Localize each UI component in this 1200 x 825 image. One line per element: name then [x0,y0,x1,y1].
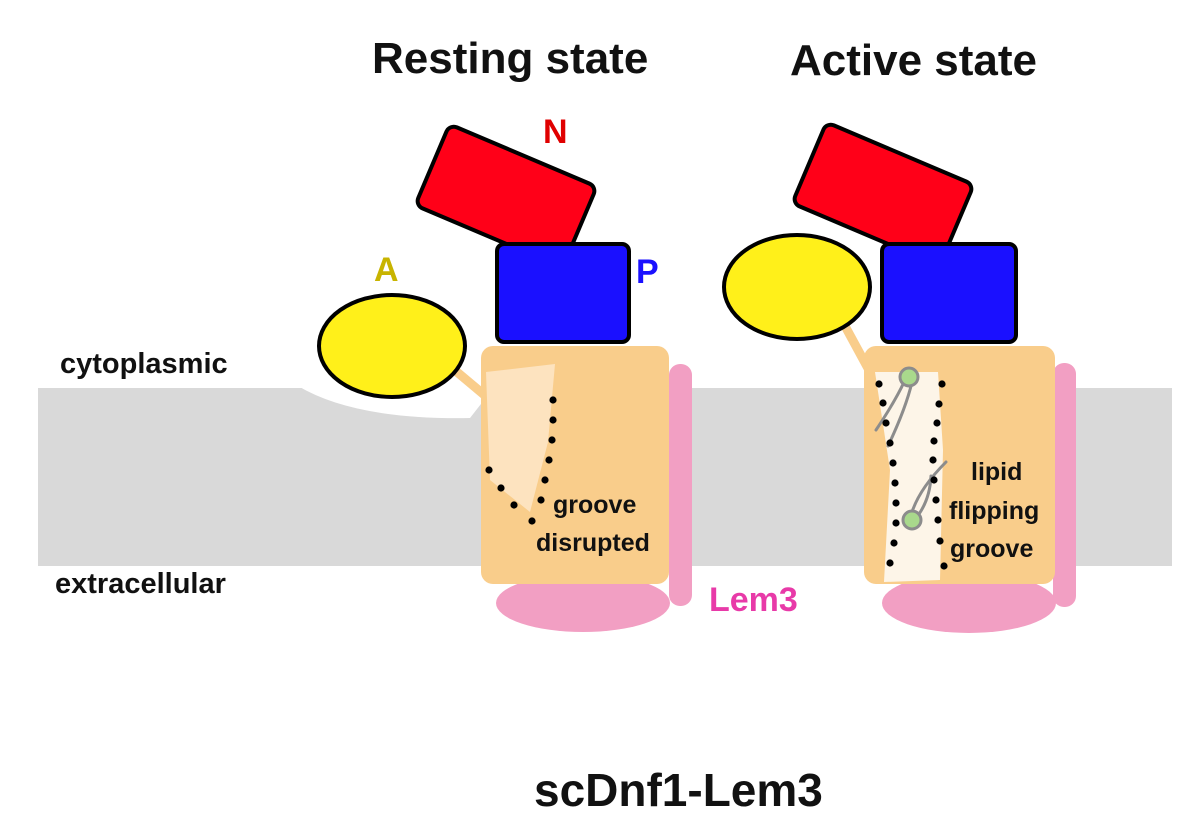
active-state-complex [722,122,1076,633]
lem3-ectodomain-resting [496,574,670,632]
label-p-domain: P [636,253,659,291]
lipid-head-upper [898,366,920,388]
label-groove-resting-line2: disrupted [536,529,650,557]
label-lem3: Lem3 [709,581,798,619]
p-domain-active [880,242,1018,344]
membrane-dent [298,386,495,419]
label-groove-active-line2: flipping [949,497,1039,525]
disrupted-groove-region [486,364,555,512]
lipid-molecules [874,366,948,531]
label-groove-active-line1: lipid [971,458,1022,486]
caption-complex-name: scDnf1-Lem3 [534,764,823,816]
title-resting-state: Resting state [372,34,648,83]
lem3-tm-helix-active [1053,363,1076,607]
label-groove-active-line3: groove [950,535,1033,563]
label-groove-resting-line1: groove [553,491,636,519]
lipid-flipping-groove-region [875,372,943,582]
a-domain-active [722,233,872,341]
p-domain-resting [495,242,631,344]
groove-dots-resting [485,396,557,525]
lem3-tm-helix-resting [669,364,692,606]
label-extracellular: extracellular [55,568,226,600]
resting-state-complex [317,124,692,632]
lem3-ectodomain-active [882,573,1056,633]
a-domain-resting [317,293,467,399]
n-domain-active [792,122,974,266]
lipid-head-lower [901,509,923,531]
label-a-domain: A [374,251,399,289]
title-active-state: Active state [790,36,1037,85]
groove-dots-active [875,380,948,570]
label-n-domain: N [543,113,568,151]
label-cytoplasmic: cytoplasmic [60,348,228,380]
n-domain-resting [415,124,597,268]
